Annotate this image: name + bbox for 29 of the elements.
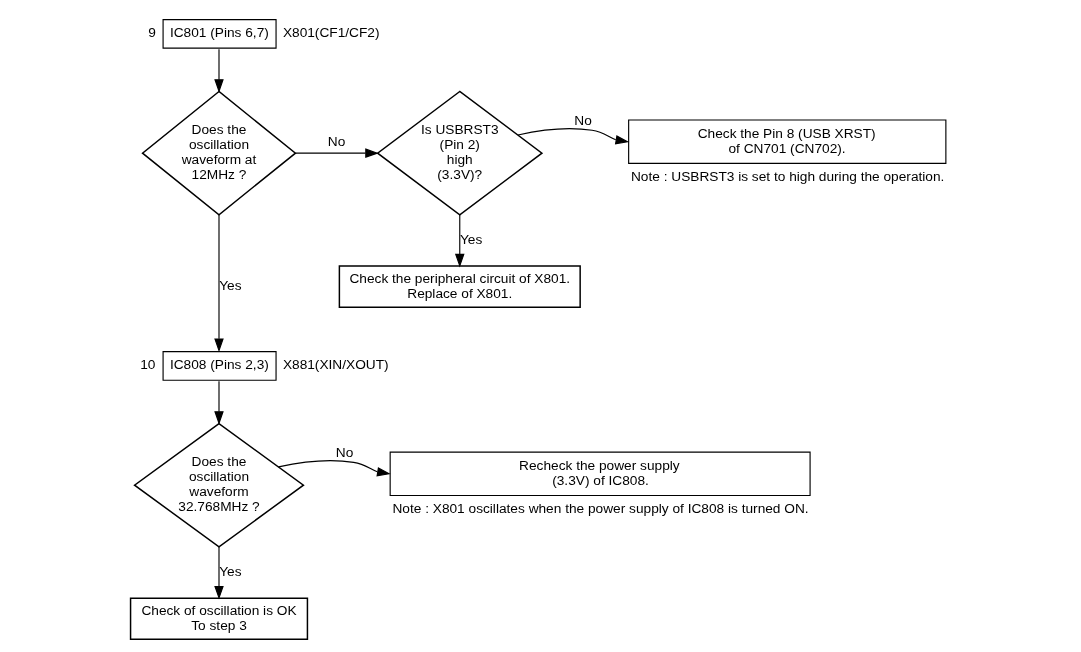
arrow bbox=[214, 380, 224, 425]
node-diamond: Is USBRST3 (Pin 2) high (3.3V)? bbox=[376, 90, 544, 216]
edge-label: Yes bbox=[219, 564, 242, 580]
arrow bbox=[517, 128, 630, 145]
arrow bbox=[294, 148, 379, 158]
edge-label: Yes bbox=[219, 278, 242, 294]
node-label: 9 bbox=[148, 25, 156, 41]
node-box: Check the Pin 8 (USB XRST) of CN701 (CN702). bbox=[628, 119, 947, 164]
edge-label: No bbox=[327, 133, 346, 149]
arrow bbox=[454, 214, 465, 268]
node-label: X801(CF1/CF2) bbox=[282, 25, 380, 41]
node-box: Check the peripheral circuit of X801. Replace of X801. bbox=[338, 265, 581, 308]
node-label: X881(XIN/XOUT) bbox=[282, 357, 389, 373]
arrow bbox=[278, 460, 391, 477]
node-label: 10 bbox=[140, 357, 156, 373]
node-label: Note : USBRST3 is set to high during the operation. bbox=[630, 169, 945, 185]
edge-label: Yes bbox=[460, 231, 483, 247]
edge-label: No bbox=[335, 445, 354, 461]
node-box: Recheck the power supply (3.3V) of IC808. bbox=[389, 451, 811, 496]
node-box: Check of oscillation is OK To step 3 bbox=[129, 597, 309, 640]
edge-label: No bbox=[574, 113, 592, 129]
node-diamond: Does the oscillation waveform at 12MHz ? bbox=[141, 90, 297, 216]
node-label: Note : X801 oscillates when the power supply of IC808 is turned ON. bbox=[392, 501, 809, 517]
node-box: IC801 (Pins 6,7) bbox=[162, 19, 277, 49]
arrow bbox=[214, 48, 224, 93]
arrow bbox=[214, 546, 224, 600]
arrow bbox=[214, 214, 224, 353]
node-box: IC808 (Pins 2,3) bbox=[162, 351, 277, 381]
node-diamond: Does the oscillation waveform 32.768MHz ? bbox=[133, 422, 305, 548]
